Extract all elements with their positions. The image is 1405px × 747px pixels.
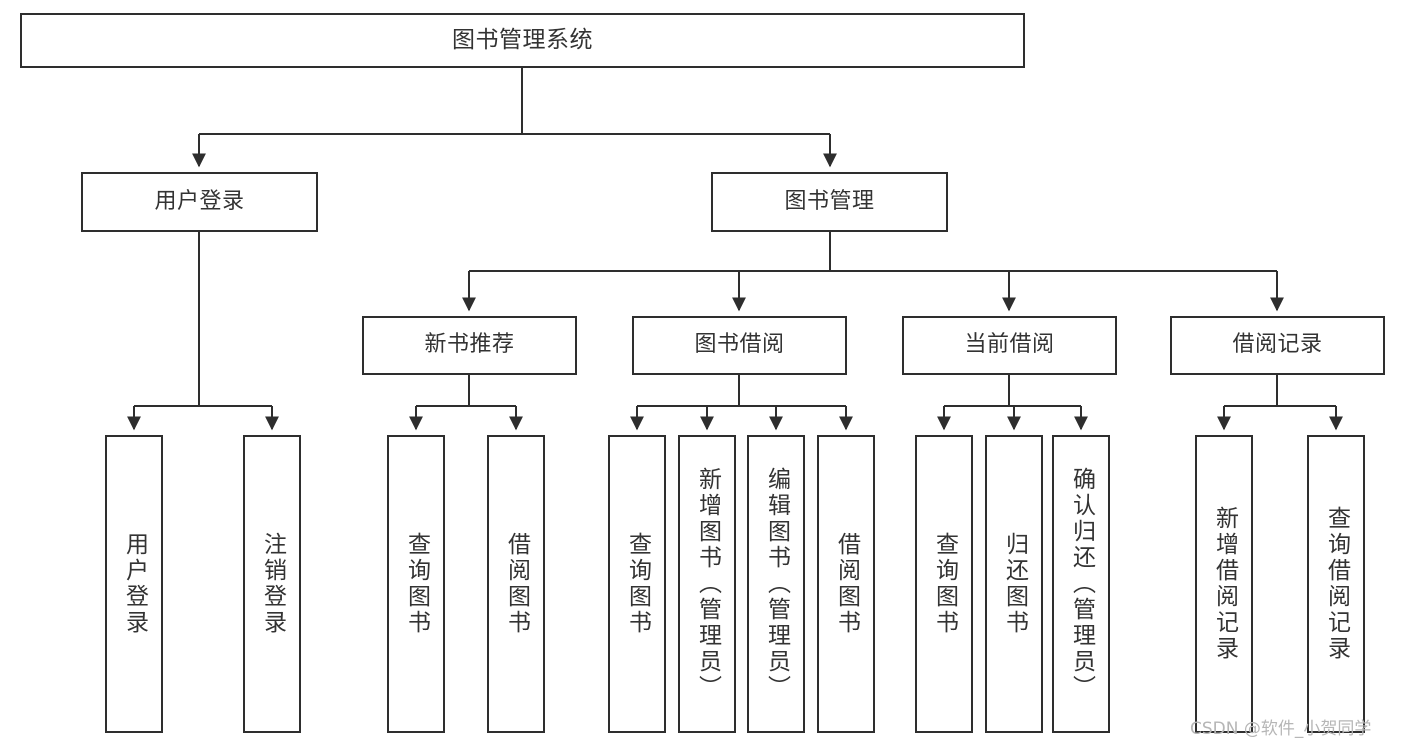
node-current-borrow[interactable]: 当前借阅 xyxy=(902,316,1117,375)
node-book-management-label: 图书管理 xyxy=(784,188,875,214)
node-leaf-query-book-borrow[interactable]: 查询图书 xyxy=(608,435,666,733)
node-current-borrow-label: 当前借阅 xyxy=(964,332,1055,358)
node-leaf-return-book-label: 归还图书 xyxy=(1001,532,1028,636)
node-root-label: 图书管理系统 xyxy=(452,26,593,53)
node-leaf-edit-book[interactable]: 编辑图书（管理员） xyxy=(747,435,805,733)
node-leaf-confirm-return-label: 确认归还（管理员） xyxy=(1068,467,1095,701)
node-new-book-recommend[interactable]: 新书推荐 xyxy=(362,316,577,375)
node-user-login[interactable]: 用户登录 xyxy=(81,172,318,232)
node-user-login-label: 用户登录 xyxy=(154,188,245,214)
node-leaf-query-book-recommend[interactable]: 查询图书 xyxy=(387,435,445,733)
node-book-borrow-label: 图书借阅 xyxy=(694,332,785,358)
node-leaf-query-book-borrow-label: 查询图书 xyxy=(624,532,651,636)
node-borrow-record[interactable]: 借阅记录 xyxy=(1170,316,1385,375)
node-leaf-add-book[interactable]: 新增图书（管理员） xyxy=(678,435,736,733)
node-leaf-edit-book-label: 编辑图书（管理员） xyxy=(763,467,790,701)
node-leaf-query-book-current[interactable]: 查询图书 xyxy=(915,435,973,733)
node-leaf-borrow-book[interactable]: 借阅图书 xyxy=(817,435,875,733)
watermark: CSDN @软件_小贺同学 xyxy=(1190,719,1372,739)
node-leaf-query-book-recommend-label: 查询图书 xyxy=(403,532,430,636)
node-leaf-borrow-book-label: 借阅图书 xyxy=(833,532,860,636)
node-leaf-query-borrow-record[interactable]: 查询借阅记录 xyxy=(1307,435,1365,733)
node-leaf-query-borrow-record-label: 查询借阅记录 xyxy=(1323,506,1350,662)
node-leaf-add-borrow-record[interactable]: 新增借阅记录 xyxy=(1195,435,1253,733)
node-leaf-user-login[interactable]: 用户登录 xyxy=(105,435,163,733)
node-leaf-query-book-current-label: 查询图书 xyxy=(931,532,958,636)
node-leaf-confirm-return[interactable]: 确认归还（管理员） xyxy=(1052,435,1110,733)
node-leaf-borrow-book-recommend[interactable]: 借阅图书 xyxy=(487,435,545,733)
node-root[interactable]: 图书管理系统 xyxy=(20,13,1025,68)
node-leaf-user-login-label: 用户登录 xyxy=(121,532,148,636)
node-leaf-add-book-label: 新增图书（管理员） xyxy=(694,467,721,701)
node-leaf-return-book[interactable]: 归还图书 xyxy=(985,435,1043,733)
node-new-book-recommend-label: 新书推荐 xyxy=(424,332,515,358)
node-borrow-record-label: 借阅记录 xyxy=(1232,332,1323,358)
node-leaf-add-borrow-record-label: 新增借阅记录 xyxy=(1211,506,1238,662)
node-book-management[interactable]: 图书管理 xyxy=(711,172,948,232)
node-leaf-user-logout-label: 注销登录 xyxy=(259,532,286,636)
node-leaf-borrow-book-recommend-label: 借阅图书 xyxy=(503,532,530,636)
node-leaf-user-logout[interactable]: 注销登录 xyxy=(243,435,301,733)
node-book-borrow[interactable]: 图书借阅 xyxy=(632,316,847,375)
